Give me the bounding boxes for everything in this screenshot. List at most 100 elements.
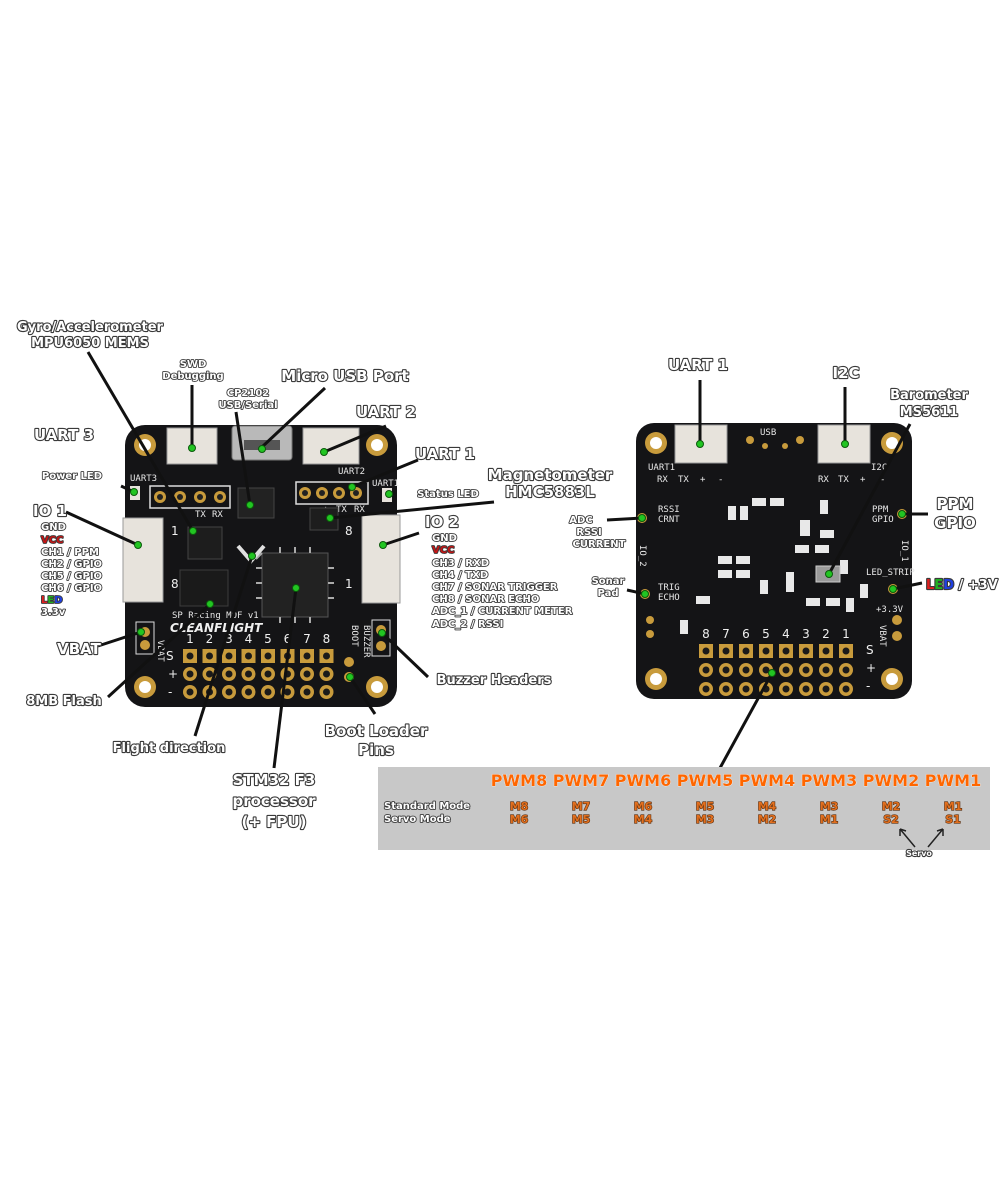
- header-pin-hole: [323, 652, 330, 660]
- header-pin-hole: [186, 652, 194, 660]
- header-pin-hole: [264, 670, 272, 678]
- led-label: LED / +3V: [926, 578, 998, 593]
- silk-rx: RX: [212, 510, 223, 520]
- silk-ppm: PPM: [872, 505, 889, 515]
- pwm-header: PWM2: [863, 771, 919, 790]
- brand-logo: CLEANFLIGHT: [170, 621, 263, 635]
- uart1-label: UART 1: [668, 356, 728, 374]
- header-pin-hole: [822, 647, 830, 655]
- io1-gnd: GND: [41, 522, 66, 533]
- boot-pads: [344, 657, 354, 667]
- header-pin-hole: [303, 670, 311, 678]
- silk-plus: +: [860, 475, 866, 485]
- standard-mode-cell: M8: [510, 800, 529, 813]
- led-e-letter: E: [934, 578, 943, 593]
- standard-mode-cell: M5: [696, 800, 715, 813]
- header-pin-hole: [842, 685, 850, 693]
- header-pin-hole: [742, 666, 750, 674]
- sonar-label: Sonar: [592, 576, 625, 587]
- left-board: TX RX UART3 + TX RX UART2 UART1 1 8: [122, 425, 401, 707]
- pwm-header: PWM3: [801, 771, 857, 790]
- swd-label-2: Debugging: [162, 371, 223, 382]
- silk-rx: RX: [657, 475, 668, 485]
- silk-rx: RX: [354, 505, 365, 515]
- status-led-label: Status LED: [417, 489, 479, 500]
- header-pin-hole: [802, 647, 810, 655]
- header-pin-hole: [186, 670, 194, 678]
- silk-uart3: UART3: [130, 474, 157, 484]
- servo-mode-cell: M5: [572, 813, 591, 826]
- uart2-label: UART 2: [356, 403, 416, 421]
- servo-mode-cell: M3: [696, 813, 715, 826]
- header-pin-hole: [245, 652, 252, 660]
- io1-ch5: CH5 / GPIO: [41, 571, 102, 582]
- header-pin-hole: [762, 666, 770, 674]
- header-pin-hole: [245, 670, 252, 678]
- cp2102-chip: [237, 487, 275, 519]
- flash-label: 8MB Flash: [26, 694, 102, 709]
- led-l-letter: L: [926, 578, 934, 593]
- pwm-header: PWM7: [553, 771, 609, 790]
- channel-number: 6: [742, 627, 750, 641]
- silk-echo: ECHO: [658, 593, 680, 603]
- channel-number: 1: [842, 627, 850, 641]
- channel-number: 4: [245, 632, 253, 646]
- silk-io2-1: 1: [345, 577, 353, 591]
- silk-usb: USB: [760, 428, 776, 438]
- gyro-label-2: MPU6050 MEMS: [31, 336, 149, 351]
- header-pin-hole: [762, 647, 770, 655]
- swd-label: SWD: [180, 359, 207, 370]
- io1-ch1: CH1 / PPM: [41, 547, 99, 558]
- header-pin-hole: [284, 688, 291, 696]
- servo-mode-cell: S2: [883, 813, 899, 826]
- silk-plus: +: [168, 667, 178, 681]
- io2-ch7: CH7 / SONAR TRIGGER: [432, 582, 558, 593]
- channel-number: 4: [782, 627, 790, 641]
- standard-mode-cell: M7: [572, 800, 591, 813]
- io2-pin-list: GND VCC CH3 / RXD CH4 / TXD CH7 / SONAR …: [431, 532, 574, 631]
- right-board-pcb: [636, 423, 912, 699]
- silk-uart2: UART2: [338, 467, 365, 477]
- header-pin-hole: [225, 652, 233, 660]
- standard-mode-label: Standard Mode: [384, 801, 470, 812]
- header-pin-hole: [702, 666, 710, 674]
- vbat-label: VBAT: [57, 640, 101, 658]
- silk-s: S: [866, 643, 874, 657]
- channel-number: 1: [186, 632, 194, 646]
- io2-gnd: GND: [432, 533, 457, 544]
- silk-trig: TRIG: [658, 583, 680, 593]
- silk-io1-8: 8: [171, 577, 179, 591]
- silk-rssi: RSSI: [658, 505, 680, 515]
- io2-adc2: ADC_2 / RSSI: [432, 619, 503, 630]
- silk-tx: TX: [336, 505, 347, 515]
- servo-mode-cell: M2: [758, 813, 777, 826]
- io2-ch4: CH4 / TXD: [432, 570, 488, 581]
- adc-label: ADC: [569, 515, 592, 526]
- ppm-label: PPM: [937, 495, 974, 513]
- pwm-header: PWM1: [925, 771, 981, 790]
- channel-number: 2: [206, 632, 214, 646]
- silk-io2: IO_2: [637, 545, 647, 567]
- header-pin-hole: [842, 666, 850, 674]
- silk-uart1: UART1: [648, 463, 675, 473]
- header-pin-hole: [782, 666, 790, 674]
- header-pin-hole: [722, 685, 730, 693]
- header-pin-hole: [742, 647, 750, 655]
- silk-s: S: [166, 649, 174, 663]
- left-labels: Gyro/Accelerometer MPU6050 MEMS SWD Debu…: [16, 319, 614, 832]
- header-pin-hole: [822, 685, 830, 693]
- header-pin-hole: [264, 688, 272, 696]
- io2-vcc: VCC: [432, 545, 454, 556]
- channel-number: 3: [225, 632, 233, 646]
- uart2-connector: [302, 427, 360, 465]
- magnetometer-label-2: HMC5883L: [505, 483, 595, 501]
- io2-adc1: ADC_1 / CURRENT METER: [432, 606, 573, 617]
- left-board-pcb: [125, 425, 397, 707]
- right-leader-lines: [606, 380, 928, 769]
- channel-number: 7: [303, 632, 311, 646]
